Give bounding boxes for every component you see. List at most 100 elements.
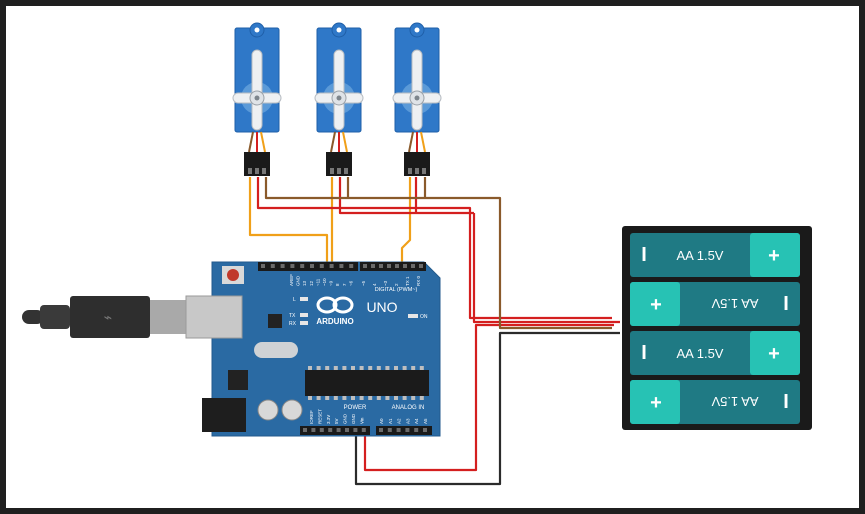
header-pin[interactable]	[387, 264, 391, 268]
ic-pin	[308, 366, 312, 370]
power-wire-servo-2	[338, 177, 474, 215]
servo-connector-pin	[248, 168, 252, 174]
ic-pin	[411, 396, 416, 400]
header-pin[interactable]	[371, 264, 375, 268]
header-pin[interactable]	[405, 428, 410, 432]
usb-jack	[185, 295, 243, 339]
ic-pin	[342, 396, 347, 400]
battery-cell-label: AA 1.5V	[711, 296, 758, 311]
power-wire-servo-1	[256, 177, 612, 320]
ic-pin	[325, 366, 330, 370]
ic-pin	[333, 366, 338, 370]
servo-mount-hole	[414, 27, 420, 33]
servo-lead	[248, 131, 254, 153]
battery-positive-cap	[750, 331, 800, 375]
header-pin[interactable]	[303, 428, 307, 432]
header-pin[interactable]	[396, 428, 401, 432]
power-pin-label: 3.3V	[326, 415, 331, 424]
ic-pin	[359, 366, 364, 370]
header-pin[interactable]	[403, 264, 407, 268]
ic-pin	[368, 396, 373, 400]
minus-terminal-label: I	[641, 244, 647, 266]
header-pin[interactable]	[339, 264, 344, 268]
top-pin-label: RX 0	[416, 275, 421, 286]
led-tx	[300, 313, 308, 317]
analog-pin-label: A3	[405, 418, 410, 424]
power-pin-label: GND	[351, 413, 356, 424]
header-pin[interactable]	[345, 428, 349, 432]
voltage-regulator	[228, 370, 248, 390]
header-pin[interactable]	[310, 264, 314, 268]
servo-mount-hole	[254, 27, 260, 33]
servo-motor[interactable]	[232, 22, 282, 176]
header-pin[interactable]	[329, 264, 334, 268]
header-pin[interactable]	[353, 428, 358, 432]
header-pin[interactable]	[290, 264, 295, 268]
top-pin-label: TX 1	[405, 276, 410, 286]
header-pin[interactable]	[311, 428, 316, 432]
header-pin[interactable]	[319, 428, 324, 432]
top-pin-label: AREF	[289, 274, 294, 286]
battery-cell[interactable]: +IAA 1.5V	[630, 282, 800, 326]
header-pin[interactable]	[387, 428, 392, 432]
header-pin[interactable]	[328, 428, 333, 432]
servo-horn-vertical[interactable]	[333, 49, 345, 131]
battery-cell[interactable]: +IAA 1.5V	[630, 380, 800, 424]
header-pin[interactable]	[419, 264, 423, 268]
top-pin-label: GND	[296, 275, 301, 286]
header-pin[interactable]	[395, 264, 399, 268]
header-pin[interactable]	[414, 428, 419, 432]
header-pin[interactable]	[379, 264, 383, 268]
servo-horn-vertical[interactable]	[411, 49, 423, 131]
usb-strain-relief	[40, 305, 70, 329]
servo-connector-pin	[415, 168, 419, 174]
servo-horn-vertical[interactable]	[251, 49, 263, 131]
header-pin[interactable]	[300, 264, 305, 268]
top-pin-label: ~5	[361, 280, 366, 286]
ic-pin	[316, 366, 321, 370]
header-pin[interactable]	[349, 264, 354, 268]
header-pin[interactable]	[379, 428, 383, 432]
header-holes	[261, 264, 427, 432]
ic-pin	[351, 366, 355, 370]
servo-motor[interactable]	[314, 22, 364, 176]
battery-positive-cap	[630, 380, 680, 424]
servo-motor[interactable]	[392, 22, 442, 176]
header-pin[interactable]	[423, 428, 427, 432]
header-pin[interactable]	[261, 264, 265, 268]
servo-connector-pin	[344, 168, 348, 174]
header-pin[interactable]	[411, 264, 415, 268]
capacitor-2	[281, 399, 303, 421]
minus-terminal-label: I	[783, 293, 789, 315]
ic-pin	[351, 396, 355, 400]
header-pin[interactable]	[280, 264, 285, 268]
header-pin[interactable]	[336, 428, 341, 432]
battery-cell-label: AA 1.5V	[677, 346, 724, 361]
power-header-label: POWER	[344, 405, 367, 411]
header-pin[interactable]	[270, 264, 275, 268]
top-pin-label: 13	[302, 280, 307, 286]
servo-screw	[254, 95, 260, 101]
reset-button[interactable]	[227, 269, 239, 281]
usb-cable[interactable]: ⌁	[22, 296, 186, 338]
header-pin[interactable]	[363, 264, 367, 268]
servo-connector-pin	[408, 168, 412, 174]
servo-group	[232, 22, 442, 176]
power-wire-bus	[472, 213, 620, 324]
ic-pin	[419, 366, 424, 370]
analog-header-label: ANALOG IN	[392, 405, 425, 411]
power-jack	[202, 398, 246, 432]
servo-screw	[414, 95, 420, 101]
header-pin[interactable]	[361, 428, 366, 432]
top-pin-label: 2	[394, 283, 399, 286]
header-pin[interactable]	[319, 264, 324, 268]
battery-cell-label: AA 1.5V	[677, 248, 724, 263]
